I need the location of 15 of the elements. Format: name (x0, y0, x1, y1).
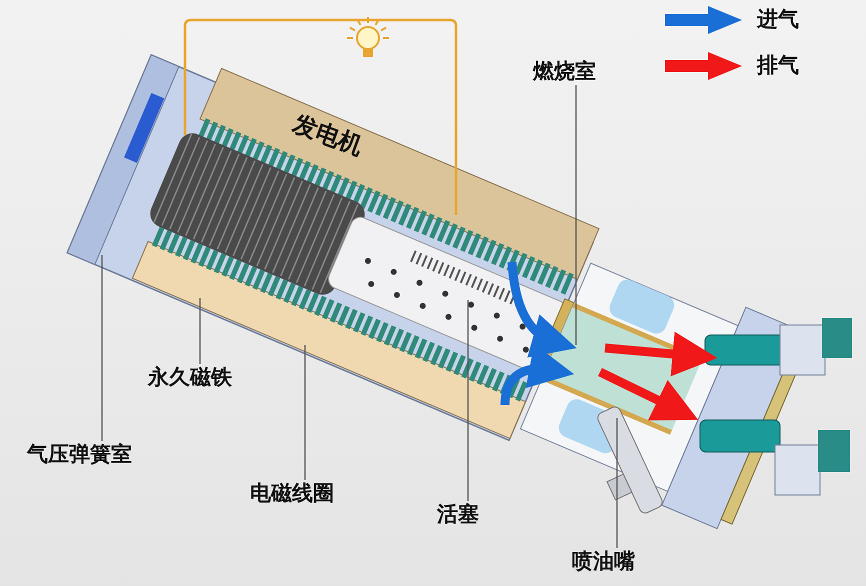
legend-label: 进气 (757, 8, 799, 32)
part-label: 喷油嘴 (572, 550, 635, 574)
part-label: 永久磁铁 (148, 366, 232, 390)
part-label: 发电机 (290, 110, 366, 160)
part-label: 电磁线圈 (250, 482, 334, 506)
legend-label: 排气 (757, 54, 799, 78)
part-label: 活塞 (437, 503, 479, 526)
part-label: 气压弹簧室 (27, 443, 132, 466)
leader-line (199, 298, 201, 364)
leader-line (467, 300, 469, 501)
leader-line (616, 418, 618, 548)
part-label: 燃烧室 (533, 60, 596, 84)
leader-line (101, 255, 103, 441)
leader-line (575, 85, 577, 345)
leader-line (304, 345, 306, 480)
